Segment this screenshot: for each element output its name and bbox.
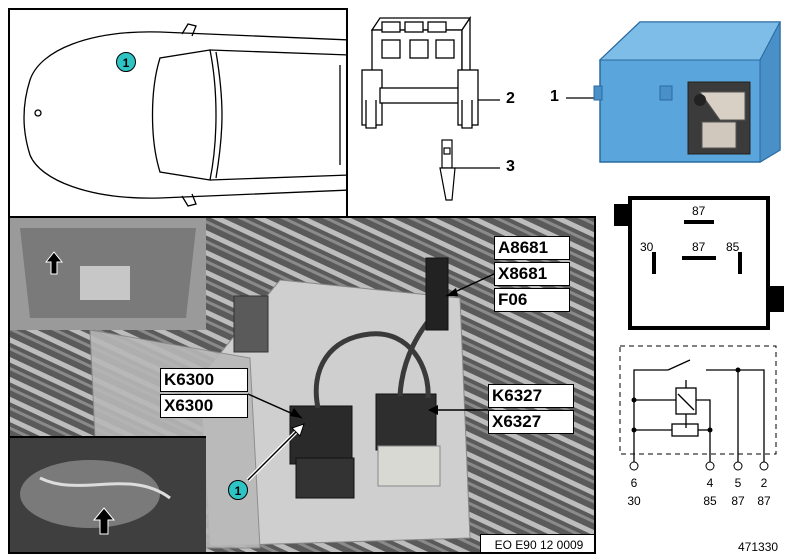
pin-5-terminal: 87 <box>731 494 745 508</box>
installation-photo-panel: A8681 X8681 F06 K6300 X6300 K6327 X6327 … <box>8 216 596 554</box>
pin-4-terminal: 85 <box>703 494 717 508</box>
relay-symbol-label-mid: 87 <box>692 240 706 254</box>
inset-top-graphic <box>10 218 206 330</box>
photo-reference: EO E90 12 0009 <box>480 534 594 552</box>
label-k6300: K6300 <box>160 368 248 392</box>
location-badge: 1 <box>116 52 136 72</box>
diagram-reference-number: 471330 <box>738 540 779 554</box>
vehicle-location-panel: 1 <box>8 8 348 218</box>
pin-2-number: 2 <box>760 476 768 490</box>
pin-6-number: 6 <box>630 476 638 490</box>
part-3-number: 3 <box>506 158 515 175</box>
photo-location-badge: 1 <box>228 480 248 500</box>
inset-bottom-graphic <box>10 438 206 552</box>
inset-photo-engine-bay <box>10 218 206 330</box>
label-a8681: A8681 <box>494 236 570 260</box>
vehicle-outline <box>23 23 346 207</box>
part-2-number: 2 <box>506 90 515 107</box>
pin-4-number: 4 <box>706 476 714 490</box>
part-1-number: 1 <box>550 88 559 105</box>
label-x6300: X6300 <box>160 394 248 418</box>
relay-symbol-label-top: 87 <box>692 204 706 218</box>
inset-photo-fuse-area <box>10 436 206 552</box>
pin-6-terminal: 30 <box>627 494 641 508</box>
relay-symbol-graphic <box>652 220 742 274</box>
label-x8681: X8681 <box>494 262 570 286</box>
relay-symbol-label-right: 85 <box>726 240 740 254</box>
pin-5-number: 5 <box>734 476 742 490</box>
pin-2-terminal: 87 <box>757 494 771 508</box>
relay-symbol-label-left: 30 <box>640 240 654 254</box>
relay-symbol-tab-left <box>614 204 628 226</box>
label-k6327: K6327 <box>488 384 574 408</box>
relay-symbol-box: 87 87 30 85 <box>628 196 770 330</box>
relay-symbol-tab-right <box>770 286 784 312</box>
label-f06: F06 <box>494 288 570 312</box>
label-x6327: X6327 <box>488 410 574 434</box>
